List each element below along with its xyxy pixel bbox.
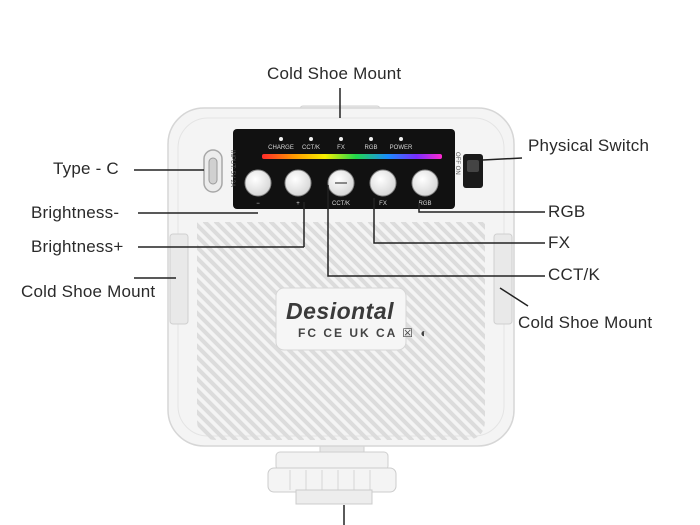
button-label: + xyxy=(296,201,300,207)
brightness-plus-button[interactable] xyxy=(284,169,312,197)
indicator-led xyxy=(339,137,343,141)
indicator-label: RGB xyxy=(364,145,377,151)
bottom-mount xyxy=(267,439,397,525)
label-rgb: RGB xyxy=(548,202,586,221)
physical-switch[interactable] xyxy=(463,154,483,188)
label-right-cold-shoe-mount: Cold Shoe Mount xyxy=(518,313,653,332)
logo-plate xyxy=(275,287,407,351)
brightness-minus-button[interactable] xyxy=(244,169,272,197)
label-cct: CCT/K xyxy=(548,265,600,284)
right-cold-shoe-slot xyxy=(493,233,513,325)
input-spec-text: INPUT: 5V 2A xyxy=(229,150,235,187)
label-brightness-minus: Brightness- xyxy=(31,203,120,222)
indicator-led xyxy=(369,137,373,141)
indicator-label: CCT/K xyxy=(302,145,320,151)
label-brightness-plus: Brightness+ xyxy=(31,237,124,256)
grip-texture xyxy=(197,222,485,440)
label-left-cold-shoe-mount: Cold Shoe Mount xyxy=(21,282,156,301)
button-label: CCT/K xyxy=(332,201,350,207)
button-label: FX xyxy=(379,201,387,207)
label-fx: FX xyxy=(548,233,571,252)
rgb-button[interactable] xyxy=(411,169,439,197)
label-physical-switch: Physical Switch xyxy=(528,136,650,155)
button-label: RGB xyxy=(418,201,431,207)
left-cold-shoe-slot xyxy=(169,233,189,325)
indicator-led xyxy=(279,137,283,141)
label-type-c: Type - C xyxy=(53,159,119,178)
control-panel: CHARGE CCT/K FX RGB POWER − + CCT/K FX RGB xyxy=(233,129,455,209)
label-top-cold-shoe-mount: Cold Shoe Mount xyxy=(267,64,402,83)
switch-text: OFF ON xyxy=(454,152,460,175)
fx-button[interactable] xyxy=(369,169,397,197)
callout-lines xyxy=(134,88,545,307)
type-c-port xyxy=(203,149,223,193)
indicator-label: POWER xyxy=(390,145,413,151)
indicator-led xyxy=(309,137,313,141)
button-label: − xyxy=(256,201,260,207)
brand-logo: Desiontal xyxy=(286,298,395,324)
indicator-label: CHARGE xyxy=(268,145,294,151)
indicator-led xyxy=(399,137,403,141)
certification-marks: FC CE UK CA ☒ ◐ xyxy=(298,326,430,340)
indicator-label: FX xyxy=(337,145,345,151)
